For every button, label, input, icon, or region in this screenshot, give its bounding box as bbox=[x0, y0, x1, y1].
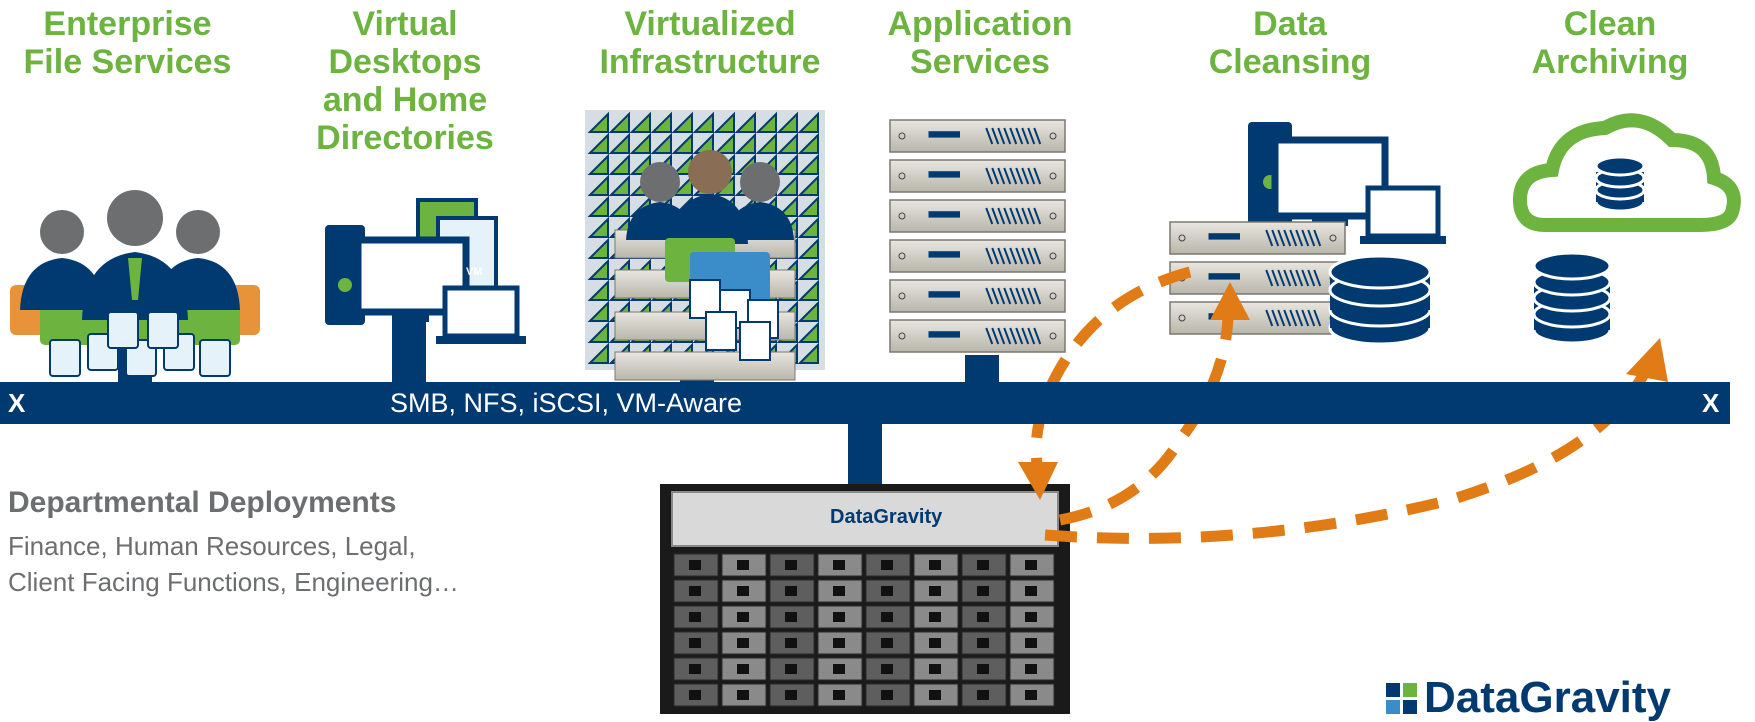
server-unit bbox=[889, 159, 1066, 193]
server-unit bbox=[889, 279, 1066, 313]
title-enterprise-file-services: Enterprise File Services bbox=[23, 5, 232, 81]
title-virtual-desktops: Virtual Desktops and Home Directories bbox=[316, 5, 494, 157]
arrowheads bbox=[1018, 282, 1668, 500]
bus-left-mark: X bbox=[8, 388, 26, 418]
connector-appliance bbox=[848, 424, 882, 484]
desktops-icon bbox=[325, 198, 526, 344]
server-unit bbox=[1169, 301, 1346, 335]
bus-right-mark: X bbox=[1702, 388, 1720, 418]
server-unit bbox=[889, 319, 1066, 353]
datagravity-logo-text: DataGravity bbox=[1424, 673, 1672, 722]
server-unit bbox=[1169, 221, 1346, 255]
people-files-icon bbox=[10, 190, 260, 377]
title-virtualized-infrastructure: Virtualized Infrastructure bbox=[599, 5, 821, 81]
bus-protocols-label: SMB, NFS, iSCSI, VM-Aware bbox=[390, 388, 743, 418]
title-data-cleansing: Data Cleansing bbox=[1208, 5, 1372, 81]
departments-title: Departmental Deployments bbox=[8, 486, 397, 519]
connector-application bbox=[965, 355, 999, 385]
server-unit bbox=[889, 239, 1066, 273]
application-server-rack bbox=[889, 119, 1066, 353]
cloud-archive-icon bbox=[1512, 113, 1741, 345]
data-flow-arrows bbox=[1030, 266, 1650, 544]
server-unit bbox=[889, 119, 1066, 153]
title-application-services: Application Services bbox=[887, 5, 1073, 81]
data-cleansing-icon bbox=[1169, 122, 1446, 346]
title-clean-archiving: Clean Archiving bbox=[1531, 5, 1689, 81]
datagravity-logo-icon bbox=[1386, 683, 1417, 714]
vm-label: VM bbox=[466, 266, 483, 278]
server-unit bbox=[1169, 261, 1346, 295]
datagravity-appliance bbox=[660, 484, 1070, 714]
virtualized-infrastructure-icon bbox=[585, 110, 825, 381]
network-bus: X SMB, NFS, iSCSI, VM-Aware X bbox=[0, 382, 1730, 424]
server-unit bbox=[889, 199, 1066, 233]
appliance-brand-label: DataGravity bbox=[830, 506, 943, 528]
departments-description: Finance, Human Resources, Legal, Client … bbox=[8, 531, 459, 597]
